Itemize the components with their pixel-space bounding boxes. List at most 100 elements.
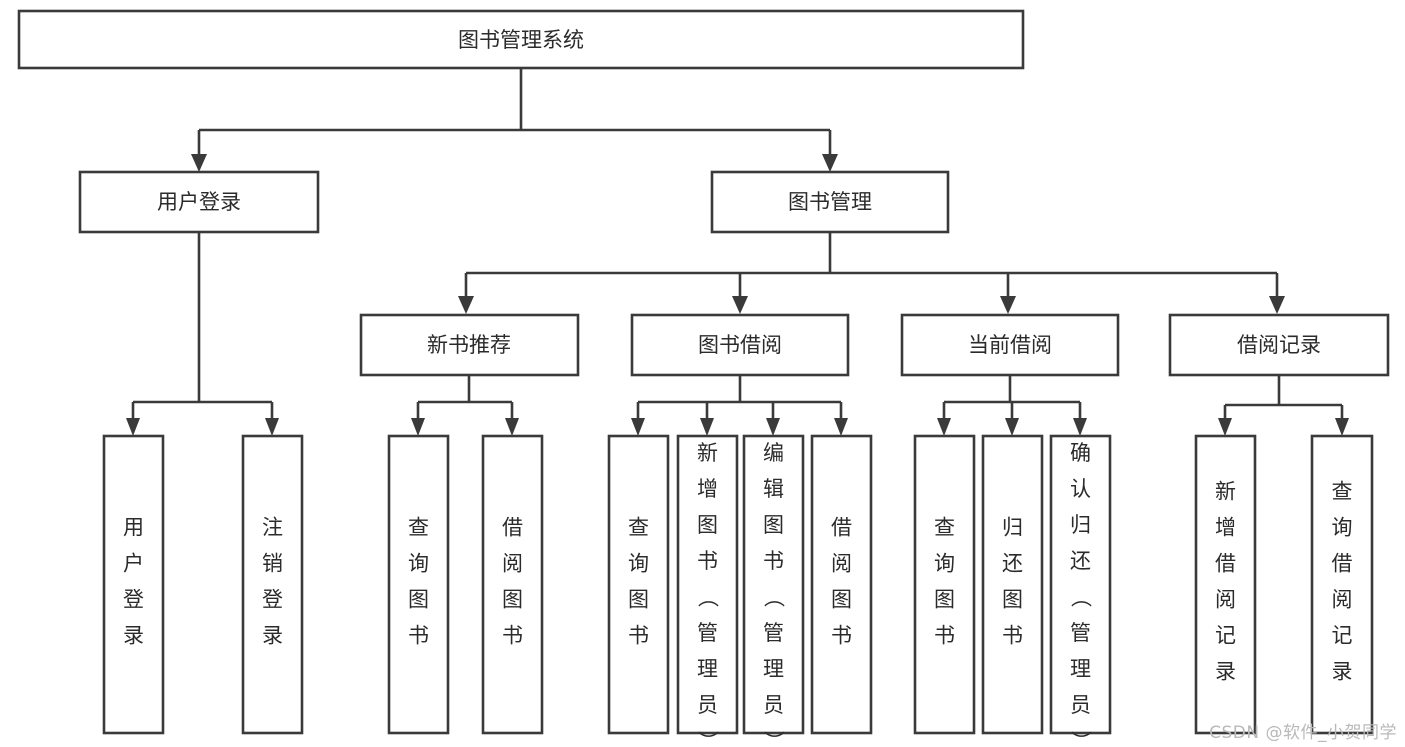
leaf-char: 辑 (763, 477, 784, 501)
arrow-head-leaf-9 (937, 418, 951, 436)
leaf-node-9[interactable] (913, 434, 976, 735)
leaf-char: 图 (934, 588, 955, 612)
leaf-char: 理 (1070, 657, 1091, 681)
node-login-label: 用户登录 (157, 190, 241, 214)
leaf-char: 用 (123, 516, 144, 540)
node-current-box[interactable] (900, 313, 1120, 377)
leaf-char: 登 (262, 588, 283, 612)
node-bookmgmt-box[interactable] (710, 170, 950, 234)
leaf-char: 查 (408, 516, 429, 540)
leaf-node-12-box[interactable] (1194, 434, 1257, 735)
leaf-node-10-box[interactable] (981, 434, 1044, 735)
node-current-label: 当前借阅 (968, 333, 1052, 357)
leaf-node-8[interactable] (810, 434, 873, 735)
leaf-char: （ (1069, 587, 1093, 608)
leaf-char: 登 (123, 588, 144, 612)
leaf-node-7-box[interactable] (742, 434, 805, 735)
leaf-char: 录 (262, 624, 283, 648)
leaf-char: 图 (763, 513, 784, 537)
node-records[interactable]: 借阅记录 (1168, 313, 1390, 377)
arrow-head-leaf-7 (766, 418, 780, 436)
leaf-char: 书 (831, 624, 852, 648)
leaf-char: 询 (934, 552, 955, 576)
arrow-head-leaf-10 (1005, 418, 1019, 436)
node-root[interactable]: 图书管理系统 (17, 9, 1025, 70)
leaf-node-10[interactable] (981, 434, 1044, 735)
leaf-node-1-box[interactable] (102, 434, 165, 735)
leaf-char: ） (696, 731, 720, 747)
leaf-char: 阅 (1215, 588, 1236, 612)
node-root-label: 图书管理系统 (458, 28, 584, 52)
leaf-node-11-box[interactable] (1049, 434, 1112, 735)
leaf-node-4-box[interactable] (481, 434, 544, 735)
arrow-head-leaf-6 (700, 418, 714, 436)
arrow-head-login (191, 154, 207, 172)
leaf-node-13-box[interactable] (1310, 434, 1374, 735)
node-bookmgmt[interactable]: 图书管理 (710, 170, 950, 234)
leaf-char: 查 (628, 516, 649, 540)
leaf-node-13[interactable] (1310, 434, 1374, 735)
leaf-node-5-box[interactable] (607, 434, 670, 735)
leaf-node-6-box[interactable] (676, 434, 739, 735)
leaf-char: 录 (1332, 660, 1353, 684)
leaf-char: 归 (1070, 513, 1091, 537)
leaf-char: 确 (1070, 441, 1091, 465)
node-login-box[interactable] (78, 170, 320, 234)
leaf-char: 员 (697, 693, 718, 717)
leaf-char: 询 (628, 552, 649, 576)
leaf-node-2-box[interactable] (241, 434, 304, 735)
node-login[interactable]: 用户登录 (78, 170, 320, 234)
node-root-box[interactable] (17, 9, 1025, 70)
node-borrow[interactable]: 图书借阅 (630, 313, 850, 377)
leaf-node-1[interactable] (102, 434, 165, 735)
leaf-char: 还 (1070, 549, 1091, 573)
leaf-char: 理 (763, 657, 784, 681)
leaf-node-9-box[interactable] (913, 434, 976, 735)
leaf-node-7[interactable] (742, 434, 805, 735)
node-newbook-box[interactable] (359, 313, 580, 377)
leaf-node-2[interactable] (241, 434, 304, 735)
leaf-char: 书 (628, 624, 649, 648)
leaf-node-4[interactable] (481, 434, 544, 735)
leaf-node-5[interactable] (607, 434, 670, 735)
arrow-head-leaf-8 (834, 418, 848, 436)
leaf-char: 借 (1215, 552, 1236, 576)
arrow-head-leaf-11 (1073, 418, 1087, 436)
node-newbook-label: 新书推荐 (427, 333, 511, 357)
leaf-char: 借 (831, 516, 852, 540)
leaf-char: 阅 (502, 552, 523, 576)
leaf-char: 管 (763, 621, 784, 645)
leaf-node-12[interactable] (1194, 434, 1257, 735)
leaf-char: 借 (1332, 552, 1353, 576)
node-current[interactable]: 当前借阅 (900, 313, 1120, 377)
leaf-char: 书 (763, 549, 784, 573)
leaf-char: 归 (1002, 516, 1023, 540)
node-bookmgmt-label: 图书管理 (788, 190, 872, 214)
leaf-char: 图 (408, 588, 429, 612)
arrow-head-leaf-3 (411, 418, 425, 436)
node-borrow-box[interactable] (630, 313, 850, 377)
leaf-char: 户 (123, 552, 144, 576)
leaf-char: （ (762, 587, 786, 608)
leaf-node-3-box[interactable] (387, 434, 450, 735)
leaf-char: 书 (408, 624, 429, 648)
leaf-node-11[interactable] (1049, 434, 1112, 735)
leaf-node-6[interactable] (676, 434, 739, 735)
leaf-char: 录 (1215, 660, 1236, 684)
leaf-char: 借 (502, 516, 523, 540)
connector-layer (126, 68, 1349, 436)
node-newbook[interactable]: 新书推荐 (359, 313, 580, 377)
node-records-box[interactable] (1168, 313, 1390, 377)
arrow-head-leaf-12 (1218, 418, 1232, 436)
leaf-char: 书 (697, 549, 718, 573)
leaf-char: 认 (1070, 477, 1091, 501)
leaf-node-3[interactable] (387, 434, 450, 735)
leaf-node-8-box[interactable] (810, 434, 873, 735)
leaf-char: 编 (763, 441, 784, 465)
